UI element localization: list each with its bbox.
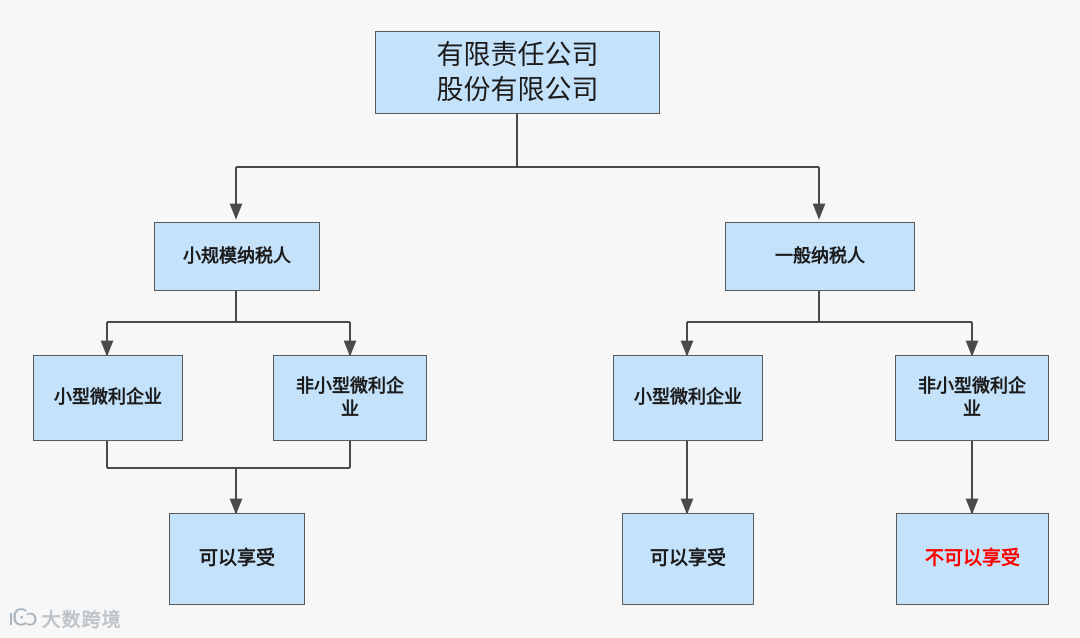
node-gt-result-yes-label: 可以享受 bbox=[649, 547, 726, 569]
watermark-text: 大数跨境 bbox=[41, 610, 122, 631]
node-gt-small-profit[interactable]: 小型微利企业 bbox=[613, 355, 763, 441]
node-root[interactable]: 有限责任公司 股份有限公司 bbox=[375, 31, 660, 114]
watermark-logo-icon: ıϾͻ bbox=[8, 606, 38, 631]
node-general-taxpayer[interactable]: 一般纳税人 bbox=[725, 222, 915, 291]
watermark: ıϾͻ 大数跨境 bbox=[8, 605, 122, 632]
node-small-scale-taxpayer[interactable]: 小规模纳税人 bbox=[154, 222, 320, 291]
node-gt-small-profit-label: 小型微利企业 bbox=[634, 387, 742, 408]
node-ss-small-profit[interactable]: 小型微利企业 bbox=[33, 355, 183, 441]
node-general-taxpayer-label: 一般纳税人 bbox=[775, 245, 865, 266]
node-small-scale-taxpayer-label: 小规模纳税人 bbox=[183, 245, 291, 266]
node-ss-small-profit-label: 小型微利企业 bbox=[54, 387, 162, 408]
node-gt-non-small-profit-label: 非小型微利企 业 bbox=[918, 375, 1026, 419]
node-gt-result-no[interactable]: 不可以享受 bbox=[896, 513, 1049, 605]
node-ss-non-small-profit[interactable]: 非小型微利企 业 bbox=[273, 355, 427, 441]
node-gt-result-no-label: 不可以享受 bbox=[924, 547, 1020, 569]
node-ss-result-label: 可以享受 bbox=[198, 547, 275, 569]
node-ss-result[interactable]: 可以享受 bbox=[169, 513, 305, 605]
node-gt-non-small-profit[interactable]: 非小型微利企 业 bbox=[895, 355, 1049, 441]
node-gt-result-yes[interactable]: 可以享受 bbox=[622, 513, 754, 605]
node-root-label: 有限责任公司 股份有限公司 bbox=[436, 39, 599, 105]
node-ss-non-small-profit-label: 非小型微利企 业 bbox=[296, 375, 404, 419]
